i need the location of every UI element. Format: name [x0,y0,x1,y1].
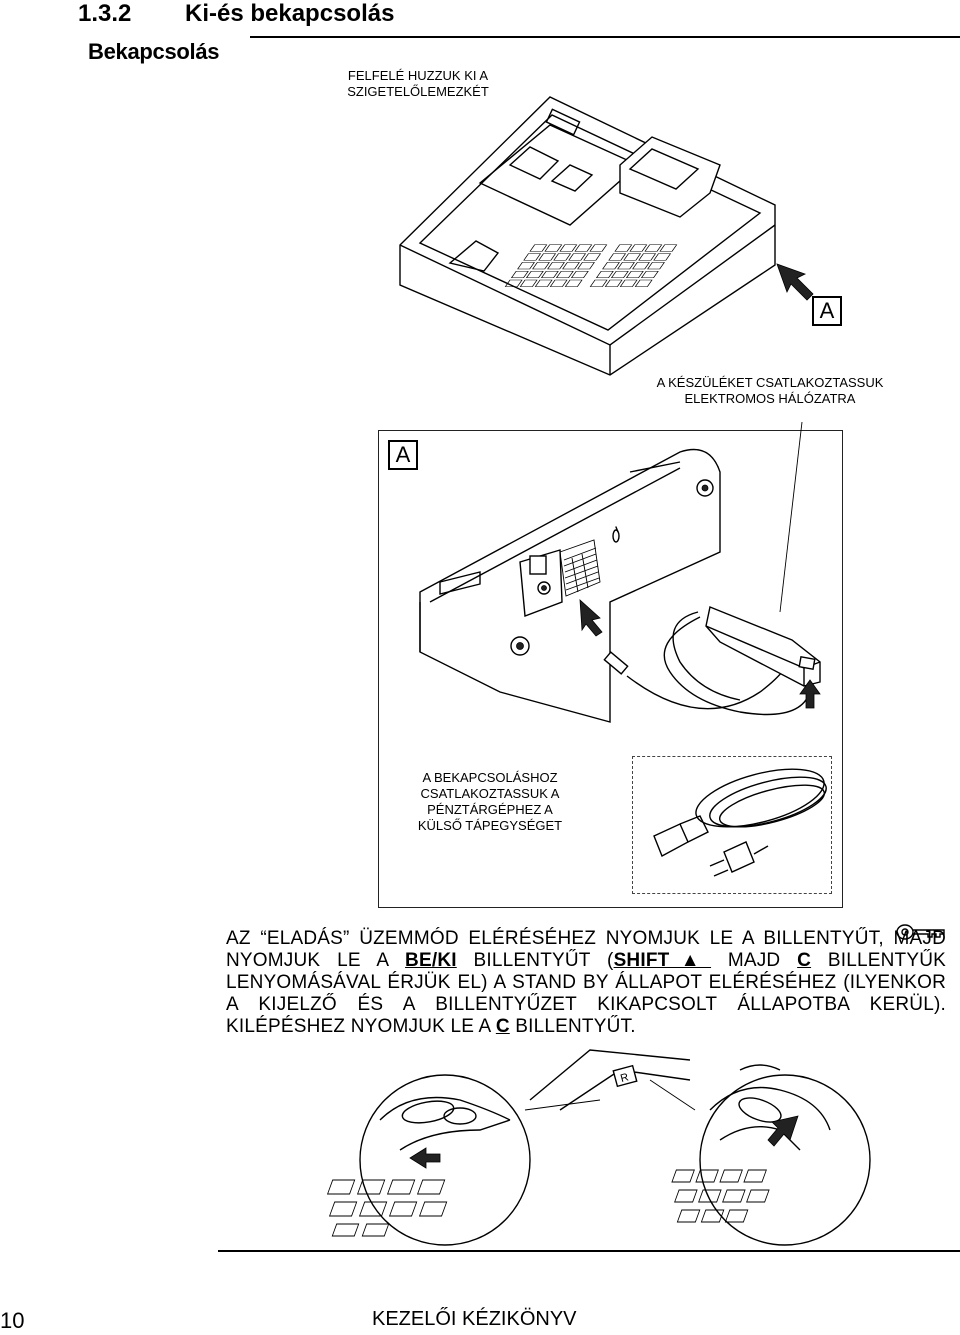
caption-line: A BEKAPCSOLÁSHOZ [422,770,558,785]
arrow-icon [776,263,814,301]
caption-line: KÜLSŐ TÁPEGYSÉGET [417,818,563,833]
subsection-title: Bekapcsolás [88,39,220,64]
caption-line: FELFELÉ HUZZUK KI A [347,68,489,83]
cash-register-illustration [399,96,776,376]
key-c-label: C [797,950,812,971]
caption-line: CSATLAKOZTASSUK A [420,786,560,801]
key-mark: R [619,1071,630,1085]
detail-marker-a-frame: A [388,440,418,470]
key-c-label: C [495,1016,510,1037]
detail-frame [378,430,843,908]
caption-power-supply: A BEKAPCSOLÁSHOZ CSATLAKOZTASSUK A PÉNZT… [390,770,590,834]
right-detail-circle [671,1064,871,1246]
instruction-text: BILLENTYŰT. [515,1016,636,1037]
instruction-text: MAJD [727,950,781,971]
caption-connect-mains: A KÉSZÜLÉKET CSATLAKOZTASSUK ELEKTROMOS … [640,375,900,407]
footer-rule [218,1250,960,1252]
instruction-text: BILLENTYŰT ( [473,950,614,971]
header-rule [250,36,960,38]
instruction-text: BILLENTYŰT, MAJD NYOMJUK LE A [226,928,947,971]
instruction-paragraph: AZ “ELADÁS” ÜZEMMÓD ELÉRÉSÉHEZ NYOMJUK L… [226,928,946,1038]
caption-line: ELEKTROMOS HÁLÓZATRA [684,391,856,406]
caption-line: A KÉSZÜLÉKET CSATLAKOZTASSUK [656,375,884,390]
left-detail-circle [326,1074,531,1246]
instruction-text: AZ “ELADÁS” ÜZEMMÓD ELÉRÉSÉHEZ NYOMJUK L… [226,928,754,949]
section-number: 1.3.2 [78,0,132,27]
instruction-text: BILLENTYŰK LENYOMÁSÁVAL ÉRJÜK EL) A STAN… [226,950,946,1037]
manual-title: KEZELŐI KÉZIKÖNYV [372,1308,577,1330]
keypad-right [589,244,678,287]
caption-line: SZIGETELŐLEMEZKÉT [347,84,489,99]
key-onoff-label: BE/KI [405,950,457,971]
caption-line: PÉNZTÁRGÉPHEZ A [427,802,553,817]
caption-pull-strip: FELFELÉ HUZZUK KI A SZIGETELŐLEMEZKÉT [298,68,538,100]
rear-panel-illustration [419,421,827,877]
keypress-illustration: R [326,1049,871,1246]
key-shift-label: SHIFT▲ [613,950,712,971]
page-number: 10 [0,1308,25,1333]
key-icon [896,924,945,940]
detail-marker-a-top: A [812,296,842,326]
keypad-left [504,244,608,287]
power-cord-dashed-box [632,756,832,894]
section-title: Ki-és bekapcsolás [185,0,395,27]
